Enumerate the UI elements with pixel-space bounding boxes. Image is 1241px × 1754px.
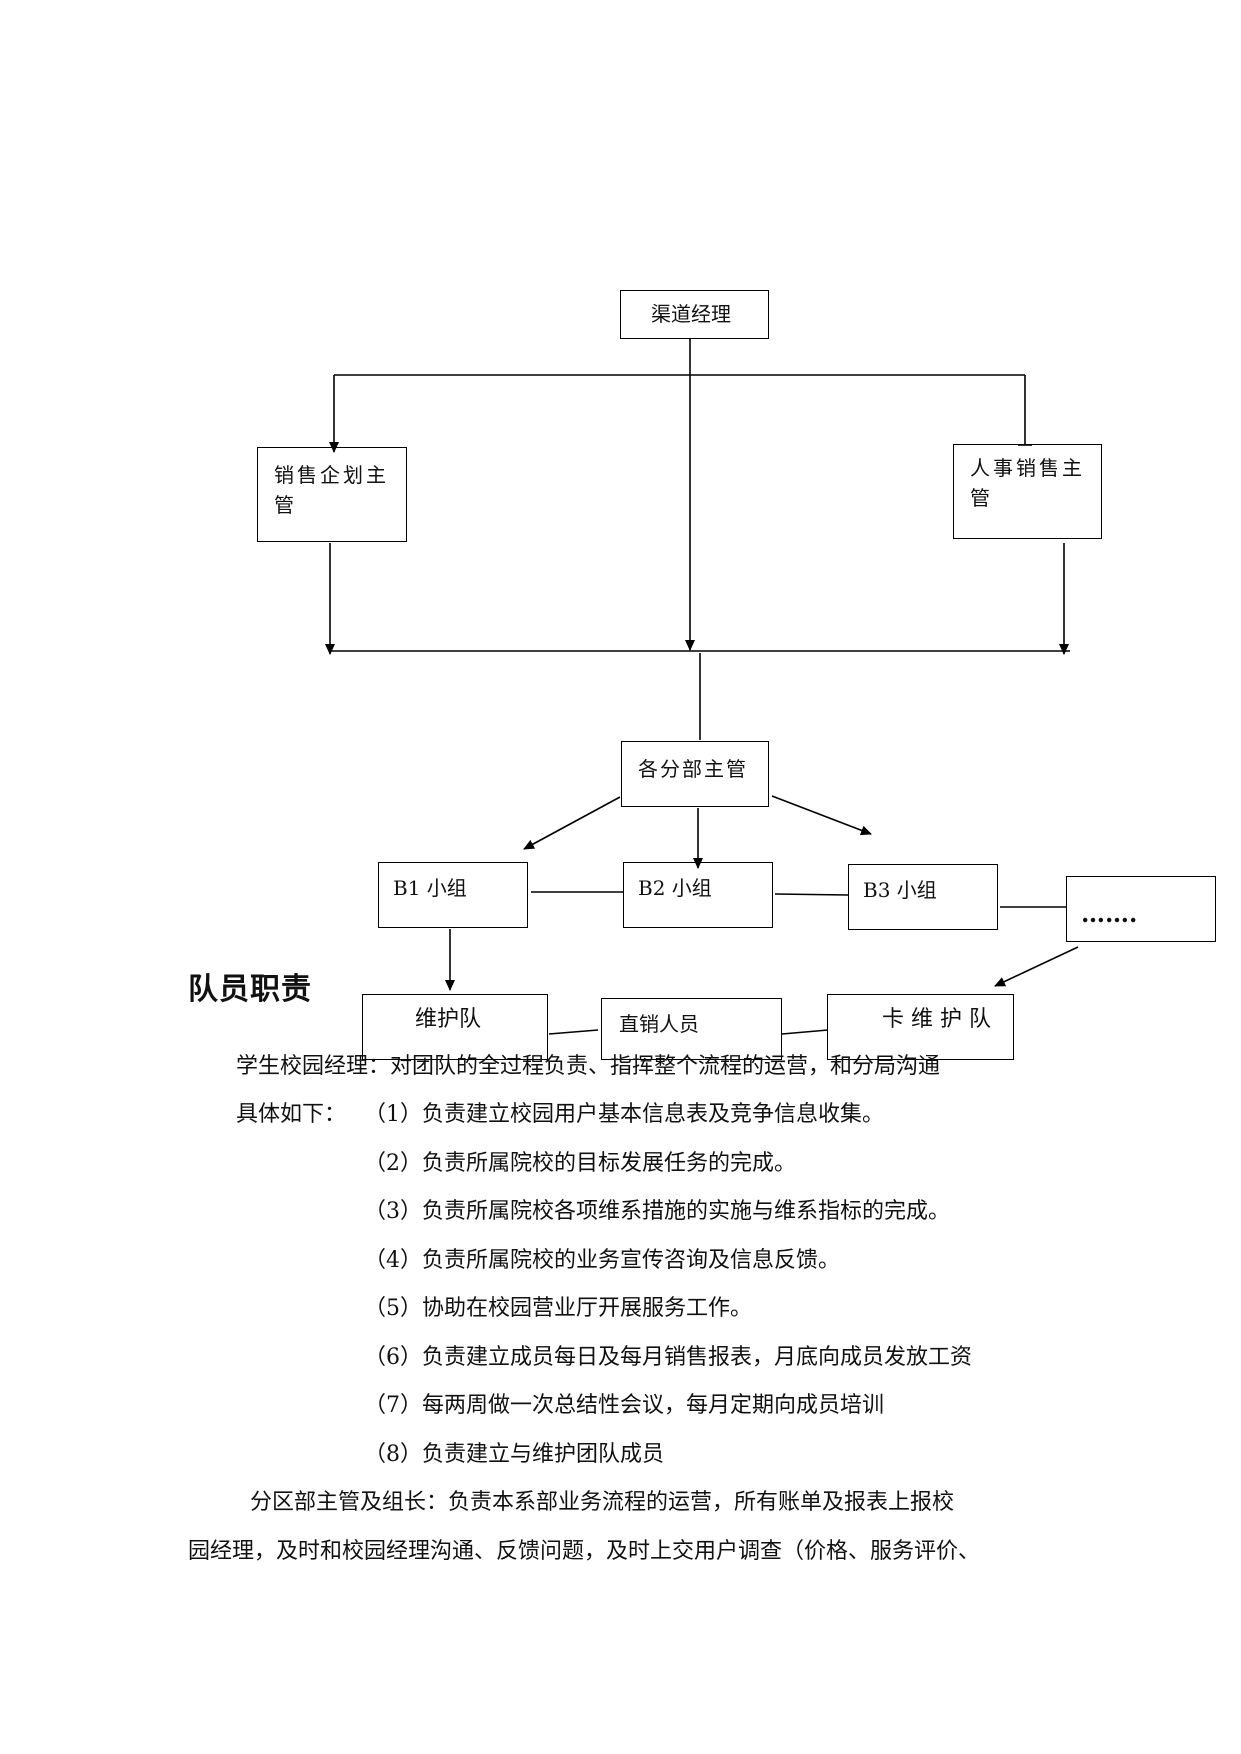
duty-item: （2）负责所属院校的目标发展任务的完成。: [364, 1151, 796, 1176]
branch-supervisor-text-line2: 园经理，及时和校园经理沟通、反馈问题，及时上交用户调查（价格、服务评价、: [188, 1539, 981, 1564]
card-maintenance-team-box: 卡 维 护 队: [827, 994, 1014, 1060]
duty-item: （7）每两周做一次总结性会议，每月定期向成员培训: [364, 1393, 884, 1418]
group-b1-box: B1 小组: [378, 862, 528, 928]
manager-intro-text: 学生校园经理：对团队的全过程负责、指挥整个流程的运营，和分局沟通: [236, 1054, 941, 1079]
hr-sales-supervisor-label: 人事销售主管: [970, 456, 1085, 510]
duty-item: （6）负责建立成员每日及每月销售报表，月底向成员发放工资: [364, 1345, 972, 1370]
sales-planning-supervisor-label: 销售企划主管: [274, 463, 389, 517]
maintenance-team-box: 维护队: [362, 994, 548, 1060]
channel-manager-label: 渠道经理: [651, 302, 731, 326]
group-b2-box: B2 小组: [623, 862, 773, 928]
branch-supervisor-text-line1: 分区部主管及组长：负责本系部业务流程的运营，所有账单及报表上报校: [250, 1490, 955, 1515]
direct-sales-box: 直销人员: [601, 998, 782, 1060]
connector-more-to-card-team: [994, 946, 1079, 987]
hr-sales-supervisor-box: 人事销售主管: [953, 444, 1102, 539]
card-maintenance-team-label: 卡 维 护 队: [882, 1007, 991, 1032]
branch-supervisors-box: 各分部主管: [621, 741, 769, 807]
detail-lead-text: 具体如下：: [236, 1102, 347, 1127]
sales-planning-supervisor-box: 销售企划主管: [257, 447, 407, 542]
group-b3-label: B3 小组: [863, 878, 937, 902]
more-groups-label: …….: [1081, 899, 1138, 928]
section-title: 队员职责: [188, 972, 312, 1007]
duty-item: （8）负责建立与维护团队成员: [364, 1442, 664, 1467]
maintenance-team-label: 维护队: [415, 1007, 482, 1032]
group-b2-label: B2 小组: [638, 876, 712, 900]
connector-branch-to-b3: [771, 795, 872, 836]
duty-item: （4）负责所属院校的业务宣传咨询及信息反馈。: [364, 1248, 840, 1273]
branch-supervisors-label: 各分部主管: [638, 757, 748, 781]
channel-manager-box: 渠道经理: [620, 290, 769, 339]
more-groups-box: …….: [1066, 876, 1216, 942]
duty-item: （3）负责所属院校各项维系措施的实施与维系指标的完成。: [364, 1199, 950, 1224]
direct-sales-label: 直销人员: [619, 1012, 699, 1036]
group-b1-label: B1 小组: [393, 876, 467, 900]
group-b3-box: B3 小组: [848, 864, 998, 930]
connector-branch-to-b1: [523, 796, 621, 850]
duty-item: （1）负责建立校园用户基本信息表及竞争信息收集。: [364, 1102, 884, 1127]
duty-item: （5）协助在校园营业厅开展服务工作。: [364, 1296, 752, 1321]
